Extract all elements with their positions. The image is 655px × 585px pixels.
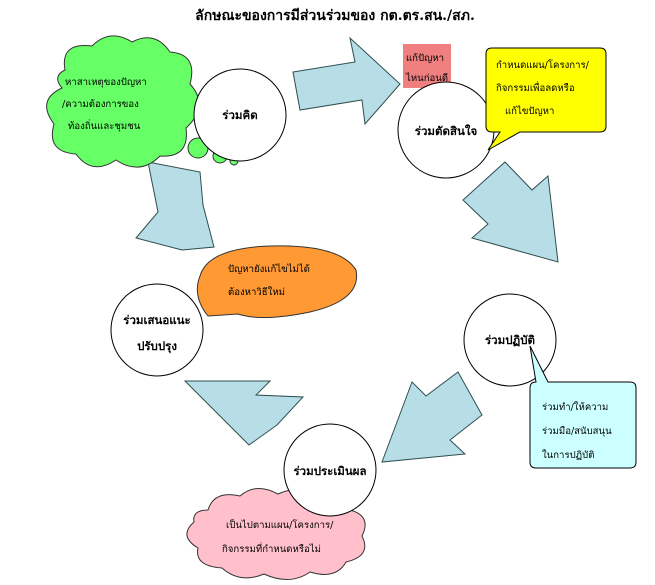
arrow-evaluate-to-suggest: [183, 380, 305, 446]
stage-think-circle: [193, 68, 287, 162]
stage-suggest-label-line-2: ปรับปรุง: [137, 339, 177, 354]
act-note-line-3: ในการปฏิบัติ: [542, 449, 594, 461]
priority-note-line-2: ไหนก่อนดี: [405, 72, 448, 84]
stage-think-label: ร่วมคิด: [222, 108, 257, 122]
stage-suggest-label-line-1: ร่วมเสนอแนะ: [123, 313, 190, 327]
priority-box: [403, 44, 451, 88]
arrow-decide-to-act: [462, 161, 559, 263]
diagram-title: ลักษณะของการมีส่วนร่วมของ กต.ตร.สน./สภ.: [195, 8, 475, 24]
think-note-line-2: /ความต้องการของ: [62, 99, 139, 110]
suggest-note-line-1: ปัญหายังแก้ไขไม่ได้: [228, 263, 310, 275]
evaluate-note-line-1: เป็นไปตามแผน/โครงการ/: [226, 518, 334, 531]
stage-act-label: ร่วมปฏิบัติ: [485, 333, 535, 347]
think-note-line-1: หาสาเหตุของปัญหา: [65, 77, 147, 88]
arrow-act-to-evaluate: [381, 371, 483, 463]
decide-note-line-3: แก้ไขปัญหา: [505, 105, 554, 117]
act-note-line-2: ร่วมมือ/สนับสนุน: [542, 425, 612, 437]
think-note-line-3: ท้องถิ่นและชุมชน: [68, 119, 141, 132]
arrow-think-to-decide: [292, 36, 401, 126]
evaluate-note-line-2: กิจกรรมที่กำหนดหรือไม่: [222, 542, 321, 555]
decide-note-line-2: กิจกรรมเพื่อลดหรือ: [496, 81, 575, 94]
think-cloud: หาสาเหตุของปัญหา /ความต้องการของ ท้องถิ่…: [46, 35, 239, 168]
decide-note-line-1: กำหนดแผน/โครงการ/: [496, 59, 590, 71]
stage-evaluate-circle: [283, 423, 377, 517]
think-cloud-shape: [46, 35, 200, 168]
stage-evaluate-label: ร่วมประเมินผล: [293, 464, 366, 478]
decide-bubble: [485, 47, 607, 151]
stage-decide-label: ร่วมตัดสินใจ: [415, 124, 477, 138]
suggest-note-line-2: ต้องหาวิธีใหม่: [228, 286, 285, 298]
suggest-bubble: [196, 245, 358, 319]
priority-note-line-1: แก้ปัญหา: [406, 53, 444, 64]
stage-suggest-circle: [110, 283, 204, 377]
arrow-suggest-to-think: [135, 161, 215, 251]
act-bubble: [529, 345, 637, 469]
act-note-line-1: ร่วมทำ/ให้ความ: [542, 401, 608, 413]
